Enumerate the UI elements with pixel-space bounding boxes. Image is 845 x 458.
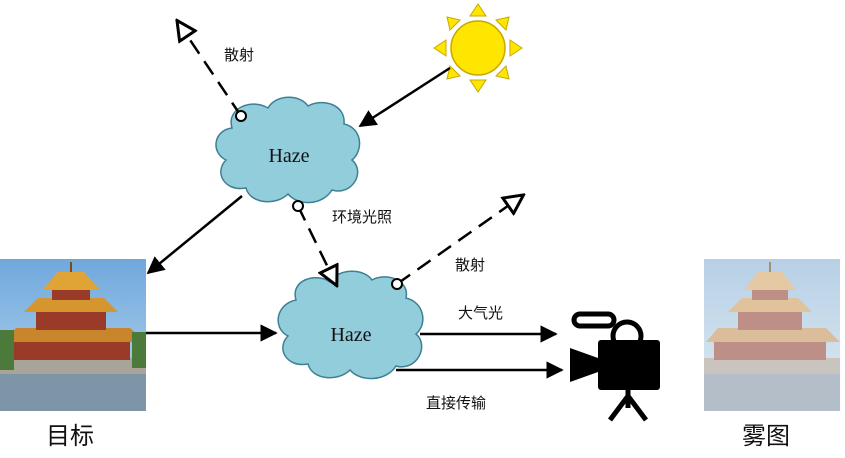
ambient-origin <box>292 200 304 212</box>
haze-label-top: Haze <box>268 145 309 167</box>
scatter-origin-top <box>235 110 247 122</box>
scatter-arrow-bottom <box>396 196 522 286</box>
ambient-light-arrow <box>296 205 336 284</box>
airlight-label: 大气光 <box>458 304 503 322</box>
target-label: 目标 <box>46 422 94 450</box>
haze-cloud-top: Haze <box>215 96 361 204</box>
sunlight-arrow <box>358 66 451 128</box>
sun-icon <box>433 3 523 93</box>
scatter-label-bottom: 散射 <box>455 256 485 274</box>
haze-to-target-arrow <box>146 195 243 275</box>
forbidden-city-corner-tower-image <box>0 259 146 411</box>
hazy-image-label: 雾图 <box>742 422 790 450</box>
direct-transmission-label: 直接传输 <box>426 394 486 412</box>
ambient-light-label: 环境光照 <box>332 208 392 226</box>
scatter-label-top: 散射 <box>224 46 254 64</box>
haze-label-bottom: Haze <box>330 324 371 346</box>
scatter-origin-bottom <box>391 278 403 290</box>
scatter-arrow-top <box>178 22 243 117</box>
haze-cloud-bottom: Haze <box>277 270 424 380</box>
video-camera-icon <box>570 311 660 422</box>
hazy-forbidden-city-image <box>704 259 840 411</box>
